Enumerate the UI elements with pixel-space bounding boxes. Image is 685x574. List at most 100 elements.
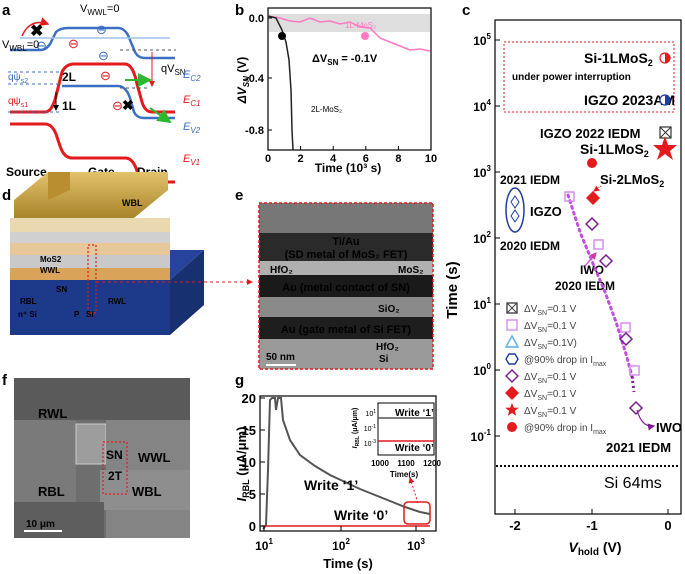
diamond-marker xyxy=(598,253,614,269)
sd-metal-label: (SD metal of MoS₂ FET) xyxy=(285,249,408,261)
legend: ΔVSN=0.1 V ΔVSN=0.1 V ΔVSN=0.1V) @90% drop … xyxy=(504,302,607,436)
scale-bar xyxy=(266,364,296,366)
panel-label-f: f xyxy=(2,372,8,389)
sio2-label: SiO₂ xyxy=(378,304,400,315)
tiau-label: Ti/Au xyxy=(332,236,359,248)
inset-write0-label: Write ‘0’ xyxy=(395,443,434,454)
rwl-label: RWL xyxy=(108,297,126,306)
iedm-2021-label: 2021 IEDM xyxy=(500,173,560,187)
inset-frame xyxy=(377,402,435,456)
half-circle-fill xyxy=(665,53,670,63)
panel-b-chart: 1L-MoS₂ 2L-MoS₂ ΔVSN = -0.1V 0.0-0.4-0.8… xyxy=(235,7,437,175)
rbl-label: RBL xyxy=(38,484,65,499)
legend-marker xyxy=(507,422,517,432)
plot-frame xyxy=(267,7,432,151)
panel-d-device: WBL MoS2 WWL SN RBL RWL n⁺ Si P Si xyxy=(10,172,253,335)
power-interruption-box xyxy=(503,41,675,113)
box-title: Si-1LMoS2 xyxy=(584,50,653,68)
electron-icon: ⊖ xyxy=(98,48,109,63)
y-tick-label: 20 xyxy=(242,391,256,406)
inset-y-tick-label: 10-3 xyxy=(364,439,376,448)
x-tick-label: 4 xyxy=(330,153,337,165)
si-1l-label: Si-1LMoS2 xyxy=(580,141,649,159)
nsi-label: n⁺ Si xyxy=(18,310,37,319)
mos2-tem-label: MoS₂ xyxy=(398,265,424,276)
inset-x-label: Time(s) xyxy=(390,470,419,479)
square-marker xyxy=(564,191,575,202)
y-axis-label: ΔVSN (V) xyxy=(235,57,251,105)
x-tick-label: 0 xyxy=(265,153,271,165)
label-1l: 1L xyxy=(62,99,76,113)
zoom-box xyxy=(403,501,431,525)
red-ball-marker xyxy=(587,158,597,168)
diamond-marker xyxy=(586,191,600,205)
y-tick-label: 102 xyxy=(473,230,491,246)
marker-1l xyxy=(361,32,369,40)
vwwl-label: VWWL=0 xyxy=(80,3,119,17)
legend-entry: ΔVSN=0.1 V xyxy=(524,372,577,385)
guide-lines xyxy=(8,71,60,113)
cross-section-marker xyxy=(87,244,97,314)
wwl-label: WWL xyxy=(40,266,60,275)
panel-label-d: d xyxy=(2,187,11,204)
diamond-marker xyxy=(628,400,644,416)
ec2-label: EC2 xyxy=(183,69,201,83)
scale-label: 50 nm xyxy=(266,352,295,363)
y-tick-label: -0.4 xyxy=(245,73,265,85)
guide-lines-right xyxy=(120,49,176,89)
legend-marker xyxy=(505,353,519,365)
label-2l-mos2: 2L-MoS₂ xyxy=(311,105,342,114)
source-label: Source xyxy=(6,165,47,179)
rbl-label: RBL xyxy=(20,297,37,306)
x-tick-label: 102 xyxy=(332,537,350,553)
ev1-label: EV1 xyxy=(183,153,200,167)
2t-label: 2T xyxy=(108,469,123,483)
wbl-label: WBL xyxy=(122,198,143,208)
legend-entry: @90% drop in Imax xyxy=(524,355,607,368)
qps1-label: qψs1 xyxy=(8,96,28,109)
si-tem-label: Si xyxy=(379,354,389,365)
ec2-band xyxy=(10,26,175,60)
mos2-label: MoS2 xyxy=(40,255,62,264)
igzo-2022-label: IGZO 2022 IEDM xyxy=(540,126,640,141)
panel-a-band-diagram: ✖ ⊖ ⊖ ⊖ ⊖ ⊖ ⊖ ✖ VWWL=0 VWBL=0 qVSN qψs2 … xyxy=(2,3,201,184)
electron-icon: ⊖ xyxy=(96,22,107,37)
legend-entry: ΔVSN=0.1V) xyxy=(524,338,577,351)
legend-marker xyxy=(505,369,519,383)
x-axis-label: Time (s) xyxy=(323,556,373,571)
diamond-marker xyxy=(618,331,634,347)
ev2-band xyxy=(62,84,175,120)
electron-icon: ⊖ xyxy=(112,98,123,113)
inset-y-label: IRBL (μA/μm) xyxy=(352,408,361,449)
legend-entry: ΔVSN=0.1 V xyxy=(524,406,577,419)
square-marker xyxy=(593,239,604,250)
electron-icon: ⊖ xyxy=(36,38,47,53)
scale-label: 10 μm xyxy=(26,519,55,530)
plot-frame xyxy=(494,19,682,515)
y-tick-label: 0.0 xyxy=(249,13,264,25)
label-2l: 2L xyxy=(62,70,76,84)
series-1l xyxy=(267,15,431,52)
inset-x-tick-label: 1000 xyxy=(371,459,389,468)
qvsn-label: qVSN xyxy=(161,63,186,77)
square-marker xyxy=(620,322,631,333)
ev2-label: EV2 xyxy=(183,121,201,135)
inset-y-tick-label: 10-1 xyxy=(364,424,376,433)
half-circle-fill xyxy=(665,95,670,105)
panel-label-b: b xyxy=(235,2,244,19)
legend-marker xyxy=(505,403,519,416)
scale-bar xyxy=(24,530,62,532)
write1-curve xyxy=(262,397,431,530)
au-gate-label: Au (gate metal of Si FET) xyxy=(281,324,412,336)
inset-x-tick-label: 1200 xyxy=(423,459,441,468)
x-tick-label: 0 xyxy=(664,518,671,533)
hfo2-bottom-label: HfO₂ xyxy=(376,342,399,353)
panel-c-chart: Si-1LMoS2 under power interruption IGZO … xyxy=(444,19,682,558)
y-tick-label: 101 xyxy=(473,296,491,312)
legend-marker xyxy=(504,334,520,348)
panel-label-a: a xyxy=(2,2,11,19)
inset-y-tick-label: 101 xyxy=(365,409,376,418)
x-tick-label: 8 xyxy=(395,153,401,165)
y-tick-label: 105 xyxy=(473,32,491,48)
